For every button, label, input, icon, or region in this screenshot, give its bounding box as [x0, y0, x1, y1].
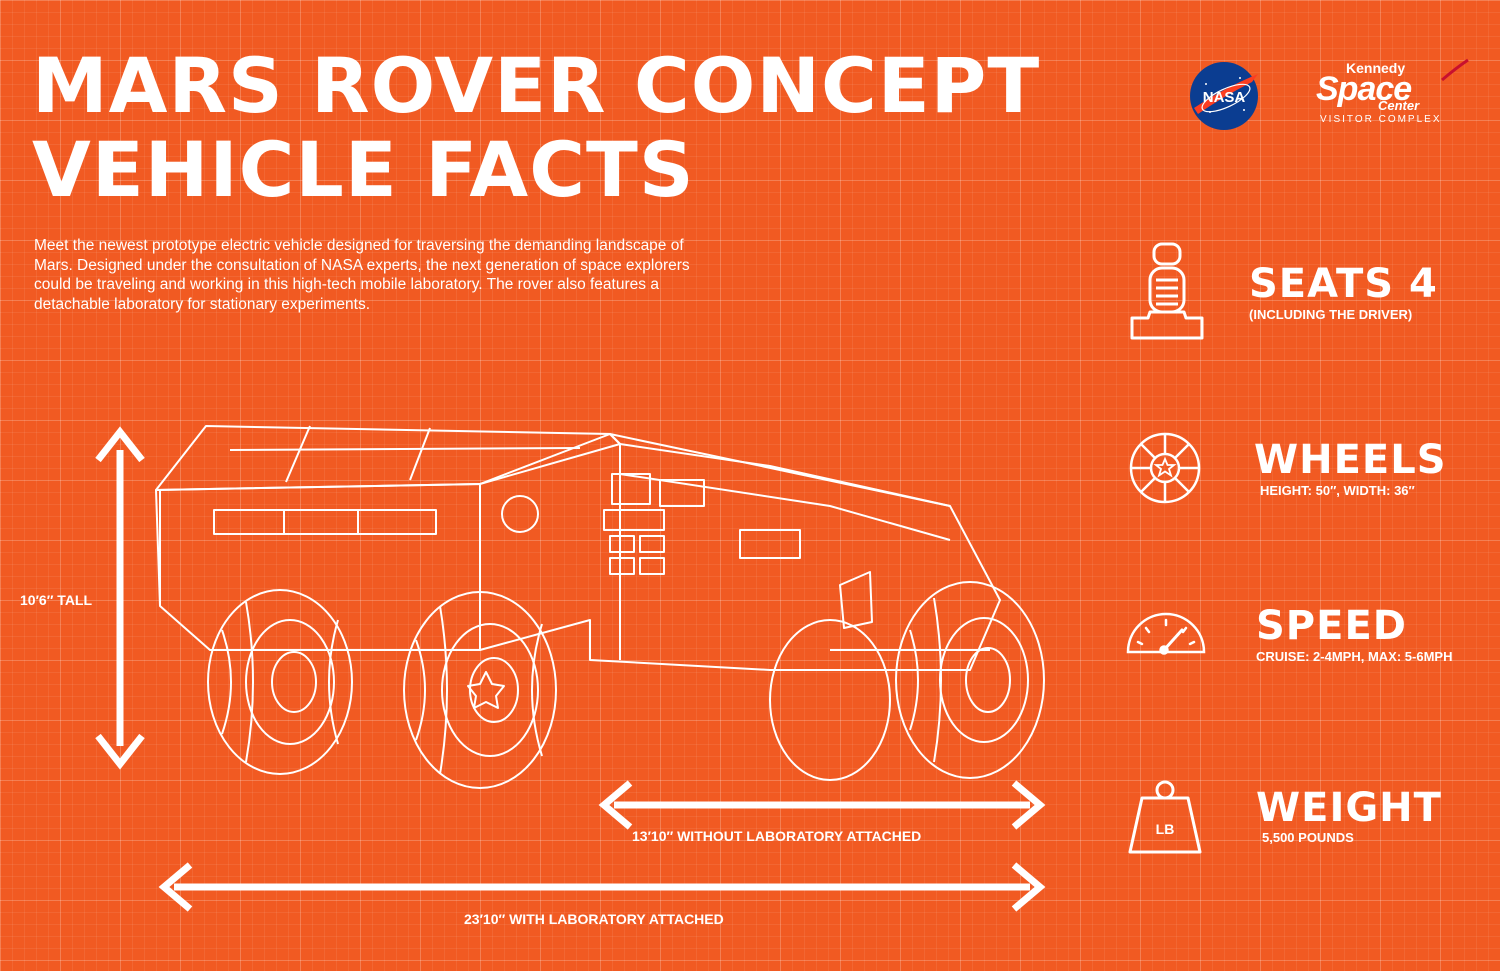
title-line-1: MARS ROVER CONCEPT: [32, 41, 1041, 130]
nasa-logo-text: NASA: [1203, 89, 1246, 106]
speedometer-icon: [1126, 612, 1206, 655]
rover-flag: [739, 529, 801, 559]
fact-wheels-detail: HEIGHT: 50″, WIDTH: 36″: [1260, 483, 1415, 498]
fact-weight-value: WEIGHT: [1256, 785, 1442, 831]
fact-wheels-value: WHEELS: [1254, 437, 1447, 483]
fact-seats-value: SEATS 4: [1249, 261, 1438, 307]
seat-icon: [1130, 242, 1204, 340]
height-arrow: [95, 426, 145, 770]
height-label: 10′6″ TALL: [20, 592, 93, 608]
weight-icon-label: LB: [1156, 821, 1175, 837]
fact-speed-detail: CRUISE: 2-4MPH, MAX: 5-6MPH: [1256, 649, 1453, 664]
ksc-logo-line-4: VISITOR COMPLEX: [1320, 114, 1442, 125]
wheel-icon: [1129, 432, 1201, 504]
length-with-lab-label: 23′10″ WITH LABORATORY ATTACHED: [464, 911, 724, 927]
weight-icon: LB: [1128, 780, 1202, 854]
title-line-2: VEHICLE FACTS: [32, 125, 695, 214]
intro-paragraph: Meet the newest prototype electric vehic…: [34, 237, 690, 313]
length-with-lab-arrow: [158, 862, 1046, 912]
page-title: MARS ROVER CONCEPT VEHICLE FACTS: [32, 44, 1112, 212]
fact-weight-detail: 5,500 POUNDS: [1262, 830, 1354, 845]
nasa-logo: NASA: [1190, 62, 1258, 130]
ksc-logo-line-3: Center: [1378, 98, 1420, 113]
rover-nasa-emblem: [501, 495, 539, 533]
length-without-lab-label: 13′10″ WITHOUT LABORATORY ATTACHED: [632, 828, 922, 844]
length-without-lab-arrow: [598, 780, 1046, 830]
ksc-logo-line-1: Kennedy: [1346, 60, 1406, 76]
fact-speed-value: SPEED: [1256, 603, 1407, 649]
rover-illustration: [155, 425, 1045, 789]
fact-seats-detail: (INCLUDING THE DRIVER): [1249, 307, 1413, 322]
ksc-logo-line-2: Space: [1316, 70, 1412, 108]
ksc-swoosh-icon: [1441, 58, 1469, 82]
